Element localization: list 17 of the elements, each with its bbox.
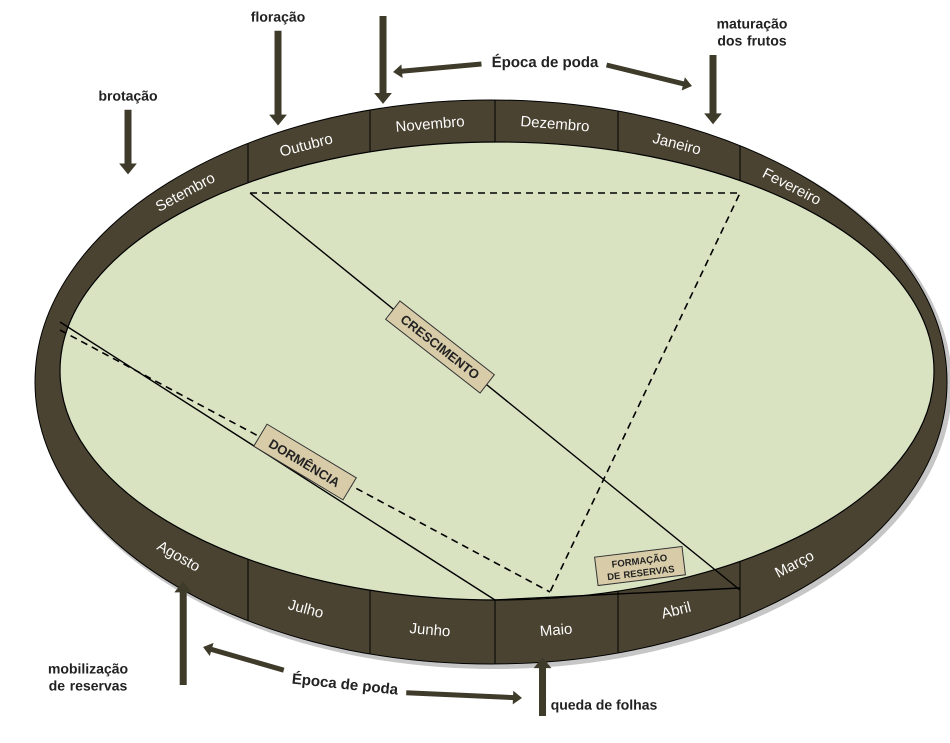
month-label: Janeiro	[652, 133, 700, 154]
stage-label: maturação dos frutos	[718, 18, 787, 46]
pruning-label: Época de poda	[492, 54, 598, 70]
pruning-label: Época de poda	[292, 670, 398, 695]
month-label: Julho	[288, 600, 323, 618]
month-label: Dezembro	[521, 116, 589, 132]
phase-box: FORMAÇÃO DE RESERVAS	[594, 546, 686, 586]
month-label: Abril	[662, 601, 691, 619]
month-label: Março	[774, 553, 814, 578]
month-label: Maio	[540, 623, 572, 636]
stage-label: queda de folhas	[551, 699, 657, 713]
stage-label: brotação	[99, 90, 158, 104]
month-label: Novembro	[396, 116, 464, 132]
stage-label: mobilização de reservas	[48, 663, 128, 691]
month-label: Junho	[410, 623, 450, 636]
month-label: Outubro	[280, 136, 332, 156]
stage-label: floração	[251, 11, 305, 25]
